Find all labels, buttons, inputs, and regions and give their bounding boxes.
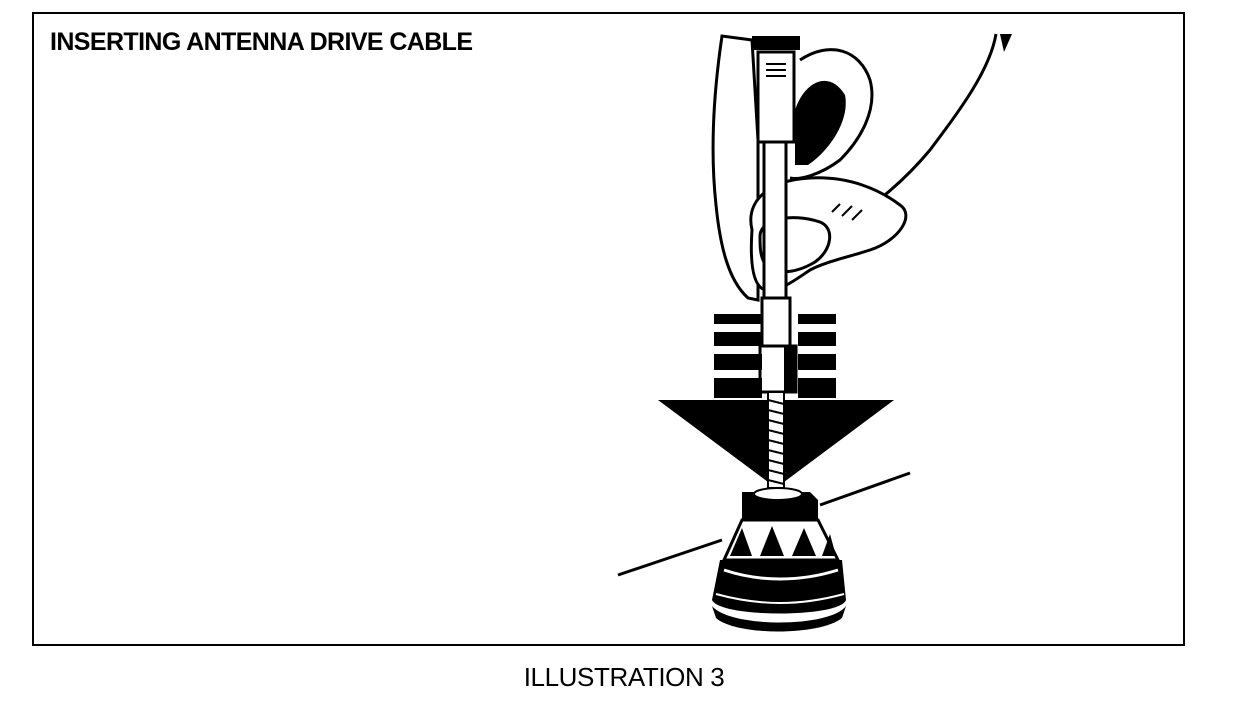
illustration-caption: ILLUSTRATION 3 — [523, 662, 725, 692]
illustration-title: INSERTING ANTENNA DRIVE CABLE — [50, 28, 473, 56]
antenna-nut — [712, 487, 846, 632]
illustration-frame: INSERTING ANTENNA DRIVE CABLE — [32, 12, 1185, 646]
antenna-cable-drawing — [617, 33, 1012, 632]
cable-tip — [767, 391, 785, 489]
fender-surface-lines — [617, 471, 911, 577]
